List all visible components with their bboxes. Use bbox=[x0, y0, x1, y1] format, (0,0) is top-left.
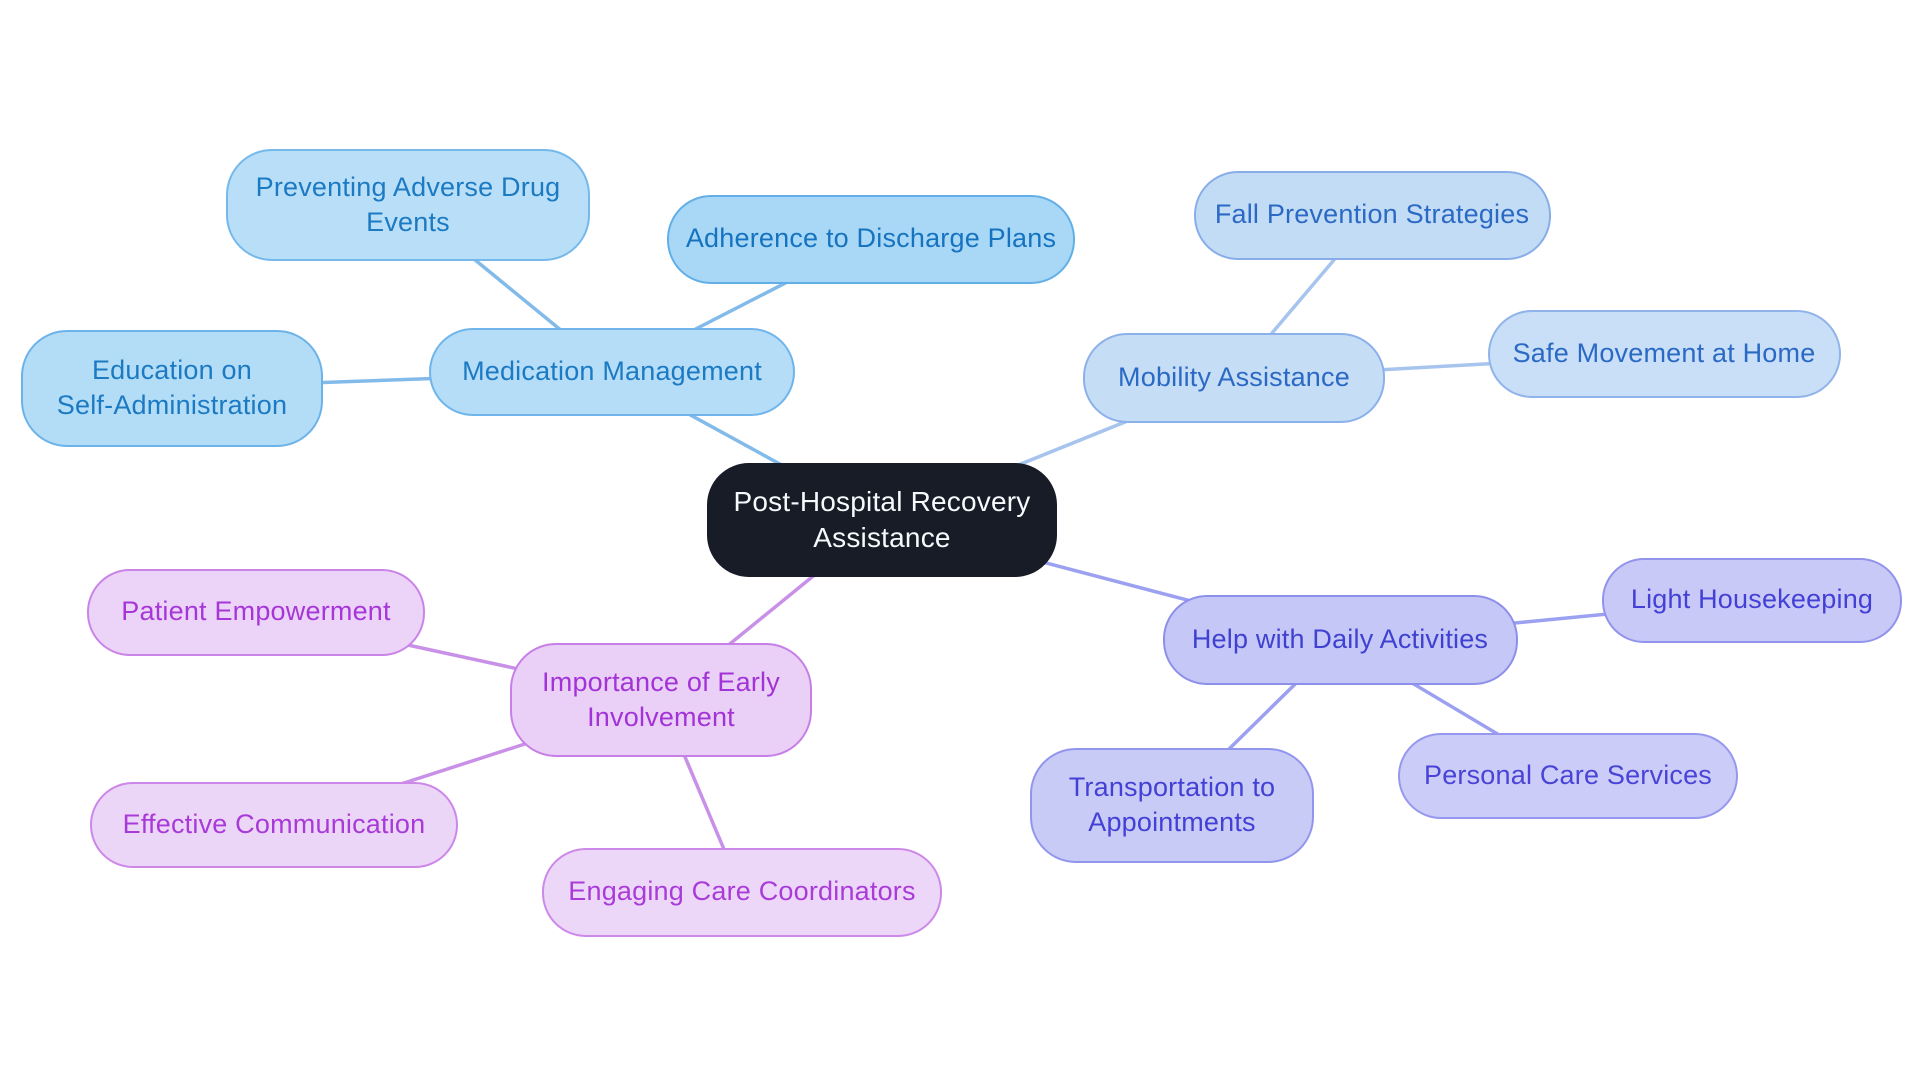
mindmap-node-medication[interactable]: Medication Management bbox=[429, 328, 795, 416]
mindmap-node-root[interactable]: Post-Hospital Recovery Assistance bbox=[707, 463, 1057, 577]
mindmap-node-patient[interactable]: Patient Empowerment bbox=[87, 568, 425, 656]
mindmap-node-effective[interactable]: Effective Communication bbox=[90, 782, 458, 868]
mindmap-node-transportation[interactable]: Transportation to Appointments bbox=[1030, 747, 1314, 863]
mindmap-node-preventing[interactable]: Preventing Adverse Drug Events bbox=[226, 149, 590, 261]
mindmap-node-personal[interactable]: Personal Care Services bbox=[1398, 733, 1738, 819]
mindmap-node-help[interactable]: Help with Daily Activities bbox=[1162, 595, 1518, 685]
mindmap-node-light[interactable]: Light Housekeeping bbox=[1602, 557, 1902, 643]
mindmap-node-fall[interactable]: Fall Prevention Strategies bbox=[1193, 170, 1551, 260]
mindmap-node-engaging[interactable]: Engaging Care Coordinators bbox=[542, 847, 942, 937]
mindmap-node-adherence[interactable]: Adherence to Discharge Plans bbox=[667, 194, 1075, 284]
mindmap-node-education[interactable]: Education on Self-Administration bbox=[21, 329, 323, 447]
mindmap-node-mobility[interactable]: Mobility Assistance bbox=[1083, 333, 1385, 423]
mindmap-node-safe[interactable]: Safe Movement at Home bbox=[1487, 310, 1841, 398]
mindmap-node-importance[interactable]: Importance of Early Involvement bbox=[510, 643, 812, 757]
